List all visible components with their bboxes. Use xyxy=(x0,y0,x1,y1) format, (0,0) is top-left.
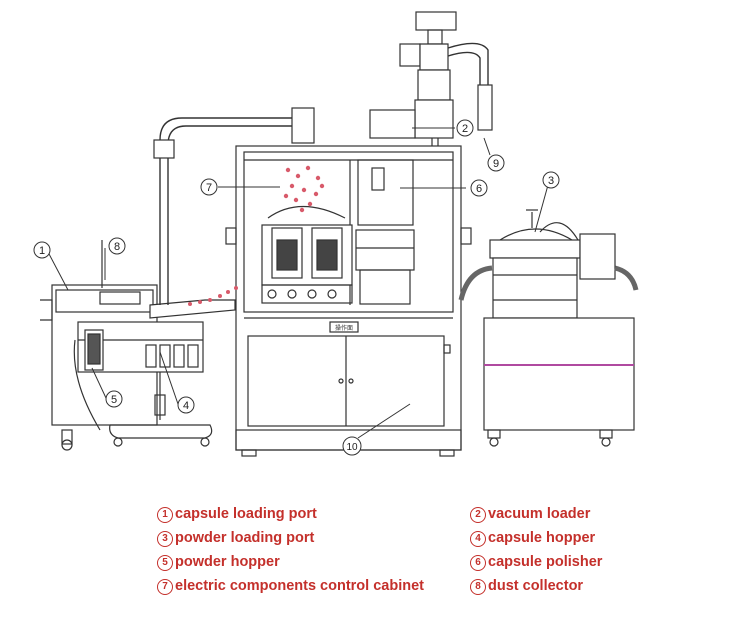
legend-text: dust collector xyxy=(488,578,584,594)
legend-text: powder hopper xyxy=(175,554,280,570)
legend-text: powder loading port xyxy=(175,530,315,546)
legend-num: 5 xyxy=(157,555,173,571)
machine-diagram: 1 2 3 4 5 6 7 8 9 10 操作面 xyxy=(33,11,639,457)
callout-5: 5 xyxy=(111,394,117,406)
legend-num: 7 xyxy=(157,579,173,595)
legend-text: capsule hopper xyxy=(488,530,596,546)
callout-10: 10 xyxy=(346,442,358,453)
legend-text: capsule polisher xyxy=(488,554,603,570)
legend-num: 6 xyxy=(470,555,486,571)
legend-num: 1 xyxy=(157,507,173,523)
legend-text: capsule loading port xyxy=(175,506,317,522)
legend-text: vacuum loader xyxy=(488,506,591,522)
legend-num: 3 xyxy=(157,531,173,547)
operating-panel-label: 操作面 xyxy=(335,324,353,332)
callout-4: 4 xyxy=(183,400,189,412)
legend-num: 8 xyxy=(470,579,486,595)
callout-7: 7 xyxy=(206,182,212,194)
legend-num: 4 xyxy=(470,531,486,547)
callout-9: 9 xyxy=(493,158,499,170)
legend-text: electric components control cabinet xyxy=(175,578,424,594)
legend-num: 2 xyxy=(470,507,486,523)
callout-8: 8 xyxy=(114,241,120,253)
callout-3: 3 xyxy=(548,175,554,187)
callout-1: 1 xyxy=(39,245,45,257)
callout-2: 2 xyxy=(462,123,468,135)
callout-6: 6 xyxy=(476,183,482,195)
